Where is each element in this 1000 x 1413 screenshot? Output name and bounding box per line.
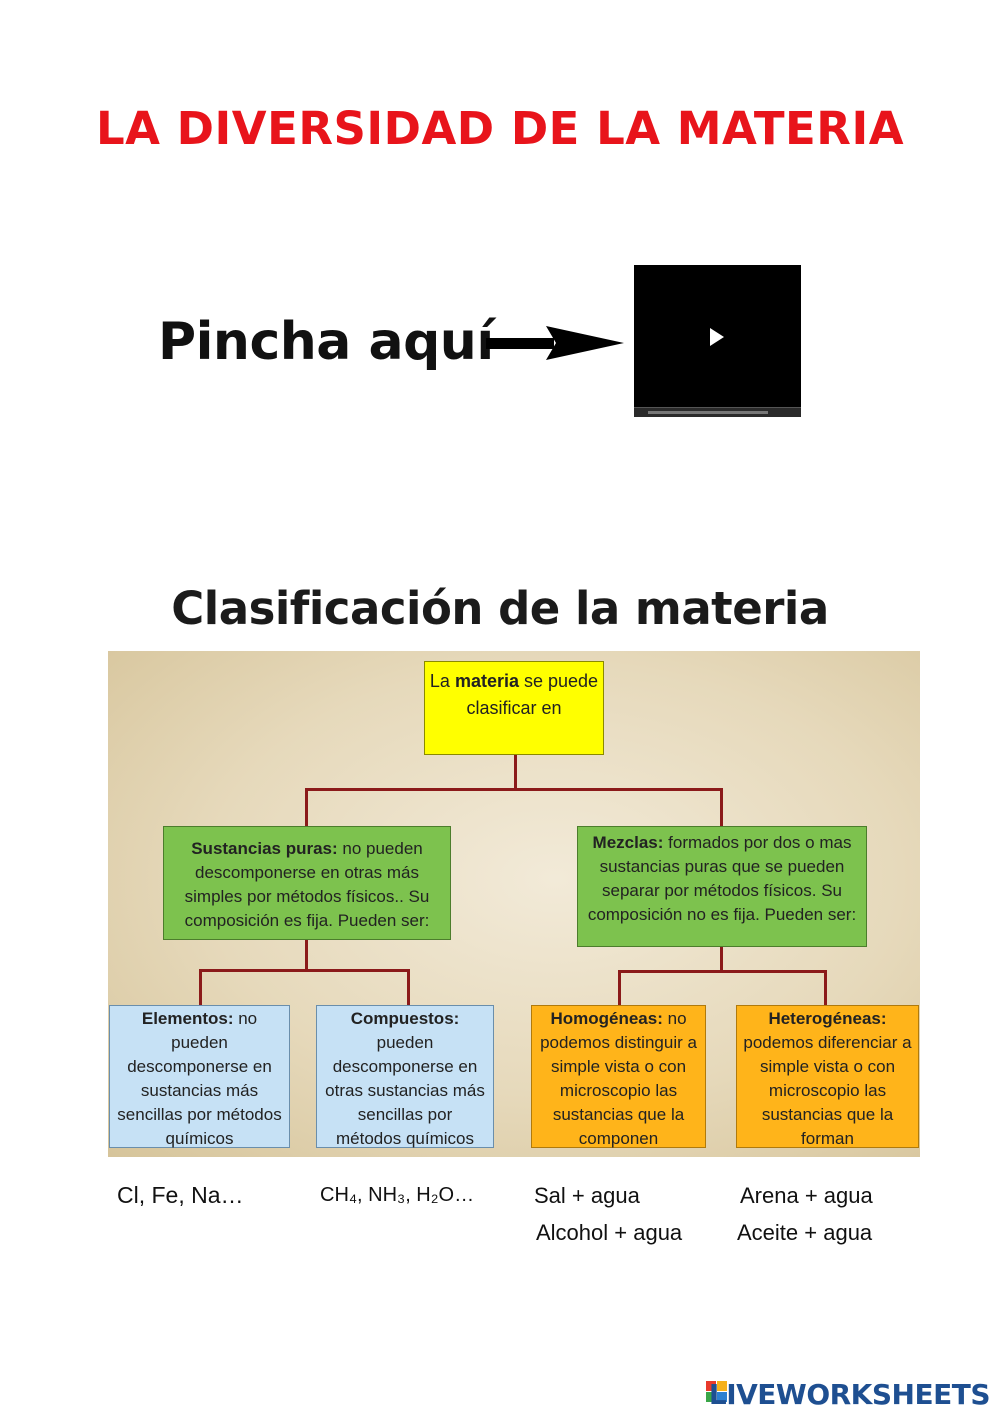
compounds-heading: Compuestos: (350, 1009, 460, 1028)
play-icon[interactable] (710, 328, 724, 346)
root-text-post: se puede clasificar en (466, 671, 599, 718)
brand-name[interactable]: LIVEWORKSHEETS (708, 1378, 991, 1411)
video-prompt: Pincha aquí (158, 312, 494, 372)
liveworksheets-logo-icon (706, 1381, 728, 1403)
homogeneous-heading: Homogéneas: (550, 1009, 663, 1028)
heterogeneous-example: Arena + agua (740, 1183, 873, 1208)
mixtures-text: formados por dos o mas sustancias puras … (587, 833, 857, 924)
heterogeneous-example: Aceite + agua (737, 1220, 873, 1245)
connector (305, 788, 722, 791)
compounds-box: Compuestos: pueden descomponerse en otra… (316, 1005, 494, 1148)
connector (514, 755, 517, 789)
connector (305, 940, 308, 970)
compounds-examples: CH₄, NH₃, H₂O… (320, 1184, 475, 1206)
connector (199, 969, 409, 972)
root-box: La materia se puede clasificar en (424, 661, 604, 755)
homogeneous-example: Alcohol + agua (536, 1220, 683, 1245)
heterogeneous-text: podemos diferenciar a simple vista o con… (743, 1033, 912, 1148)
pure-substances-box: Sustancias puras: no pueden descomponers… (163, 826, 451, 940)
homogeneous-box: Homogéneas: no podemos distinguir a simp… (531, 1005, 706, 1148)
elements-heading: Elementos: (141, 1009, 234, 1028)
homogeneous-text: no podemos distinguir a simple vista o c… (540, 1009, 697, 1148)
connector (199, 969, 202, 1005)
video-player[interactable] (634, 265, 801, 417)
classification-diagram: La materia se puede clasificar en Sustan… (108, 651, 920, 1157)
connector (618, 970, 621, 1005)
pure-substances-text: no pueden descomponerse en otras más sim… (184, 839, 430, 930)
homogeneous-example: Sal + agua (534, 1183, 640, 1208)
heterogeneous-heading: Heterogéneas: (768, 1009, 887, 1028)
elements-examples: Cl, Fe, Na… (117, 1182, 244, 1208)
root-text-bold: materia (454, 671, 519, 691)
connector (720, 788, 723, 826)
section-title: Clasificación de la materia (171, 582, 829, 635)
heterogeneous-box: Heterogéneas: podemos diferenciar a simp… (736, 1005, 919, 1148)
connector (407, 969, 410, 1005)
compounds-text: pueden descomponerse en otras sustancias… (325, 1033, 485, 1148)
page-title: LA DIVERSIDAD DE LA MATERIA (95, 102, 905, 155)
connector (305, 788, 308, 826)
elements-text: no pueden descomponerse en sustancias má… (117, 1009, 282, 1148)
connector (618, 970, 826, 973)
pure-substances-heading: Sustancias puras: (191, 839, 338, 858)
video-progress-track[interactable] (648, 411, 768, 414)
mixtures-heading: Mezclas: (592, 833, 664, 852)
arrow-right-icon (486, 326, 624, 360)
root-text-pre: La (429, 671, 455, 691)
elements-box: Elementos: no pueden descomponerse en su… (109, 1005, 290, 1148)
connector (720, 947, 723, 971)
mixtures-box: Mezclas: formados por dos o mas sustanci… (577, 826, 867, 947)
connector (824, 970, 827, 1005)
